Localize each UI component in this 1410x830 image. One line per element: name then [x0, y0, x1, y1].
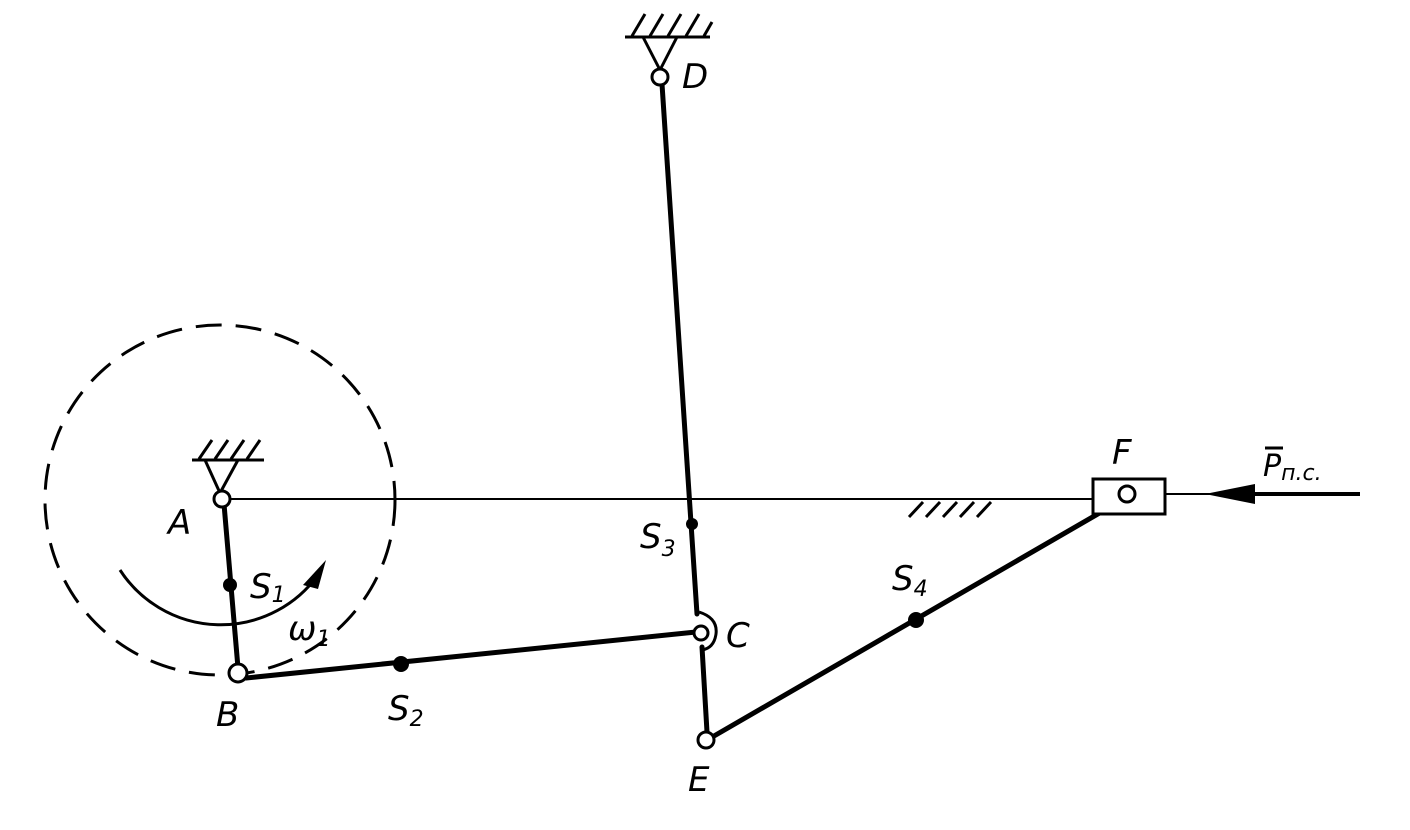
label-force: Pп.с. [1263, 449, 1322, 486]
label-s1: S1 [250, 567, 286, 608]
label-c: C [726, 616, 750, 656]
joint-d [650, 67, 670, 87]
joints [212, 67, 1137, 750]
link-bc [243, 629, 699, 681]
label-a: A [166, 503, 191, 543]
mass-center-s4 [908, 612, 924, 628]
label-b: B [216, 695, 239, 735]
omega-arrowhead [303, 560, 326, 589]
label-omega: ω1 [288, 609, 330, 652]
omega-arc [118, 569, 320, 627]
guide-hatching [907, 500, 993, 519]
label-s3: S3 [640, 517, 676, 562]
force-arrowhead [1205, 484, 1255, 504]
mass-center-s3 [686, 518, 698, 530]
joint-b [227, 662, 249, 684]
support-d [625, 13, 714, 71]
mass-center-s2 [393, 656, 409, 672]
label-e: E [688, 760, 710, 800]
link-ce [699, 644, 710, 735]
links [221, 81, 1125, 739]
mass-centers [223, 518, 924, 672]
label-f: F [1112, 433, 1132, 473]
joint-f [1117, 484, 1137, 504]
label-s2: S2 [388, 689, 424, 732]
joint-a [212, 489, 232, 509]
joint-c [692, 624, 710, 642]
support-a [192, 439, 264, 494]
joint-c-bracket [698, 610, 718, 652]
link-dc [659, 81, 700, 617]
joint-e [696, 730, 716, 750]
label-s4: S4 [892, 559, 928, 602]
mass-center-s1 [223, 578, 237, 592]
label-d: D [682, 57, 708, 97]
